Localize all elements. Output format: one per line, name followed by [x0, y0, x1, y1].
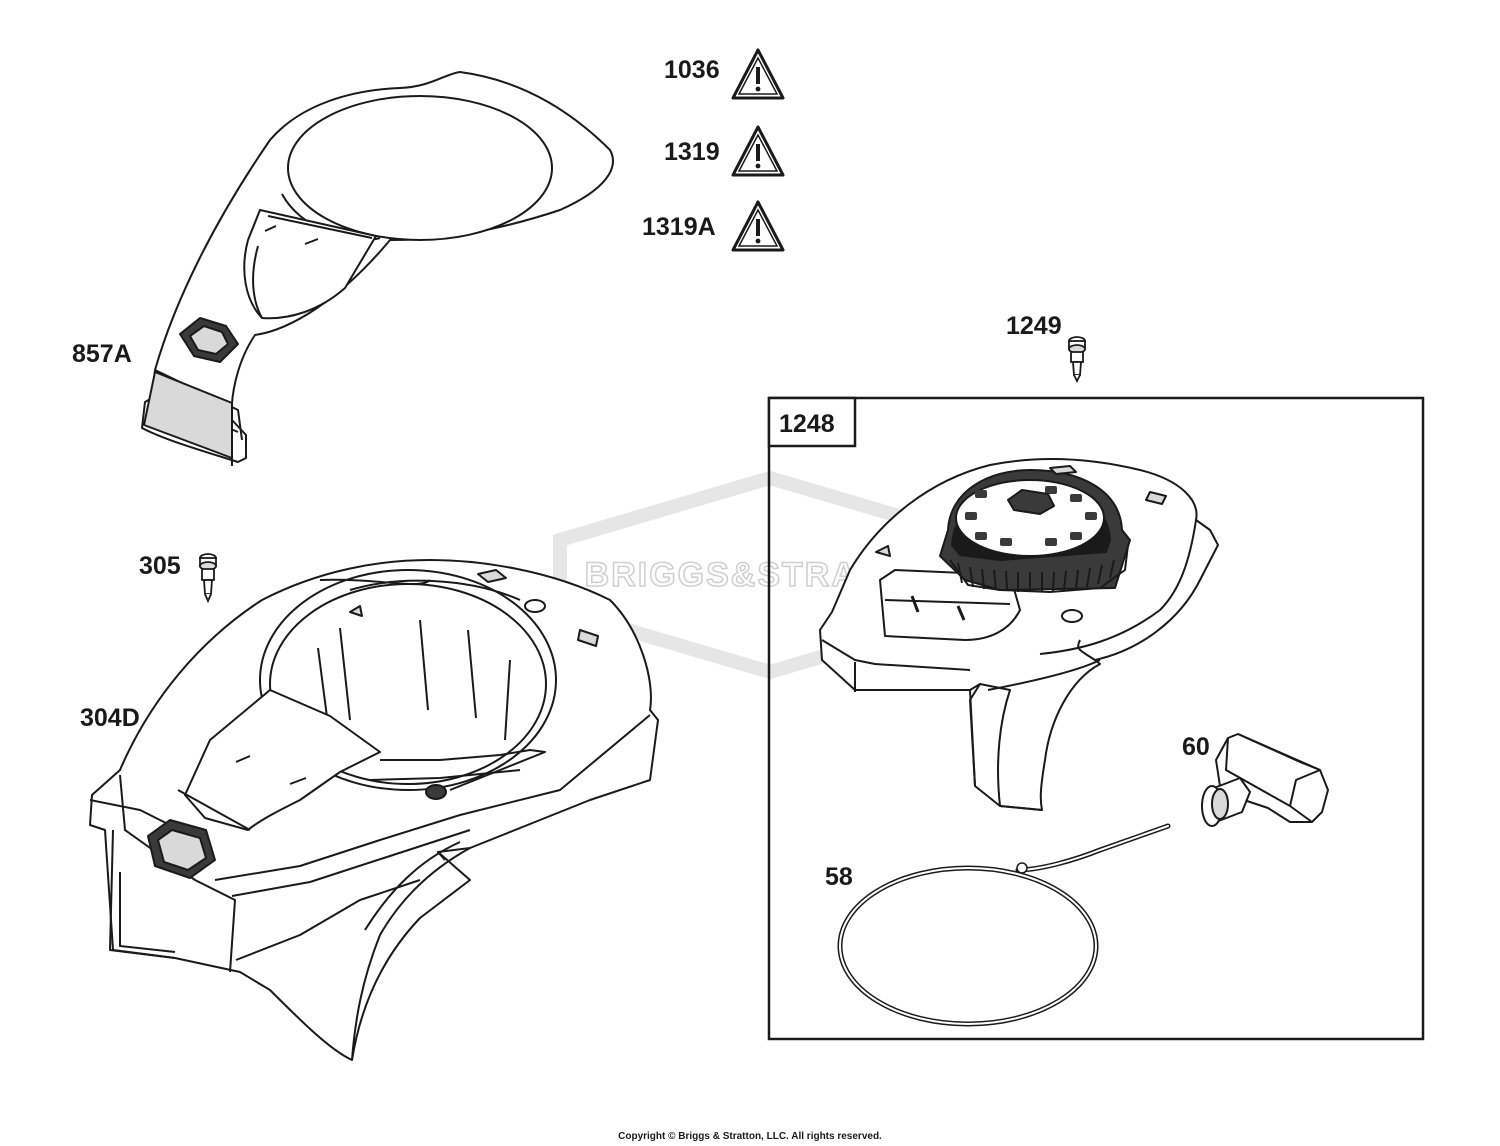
part-number-1249[interactable]: 1249 — [1006, 312, 1062, 340]
screw-1249[interactable] — [1068, 336, 1086, 384]
warning-label-1319-icon[interactable] — [731, 125, 785, 177]
kit-1248-box[interactable] — [767, 396, 1425, 1041]
part-number-1036[interactable]: 1036 — [664, 56, 720, 84]
warning-label-1036-icon[interactable] — [731, 48, 785, 100]
part-number-60[interactable]: 60 — [1182, 733, 1210, 761]
starter-rope-knot — [1016, 862, 1028, 874]
starter-handle-60[interactable] — [1201, 733, 1329, 827]
part-number-304D[interactable]: 304D — [80, 704, 140, 732]
rewind-starter-assembly[interactable] — [819, 458, 1219, 811]
blower-housing-304D[interactable] — [89, 559, 659, 1061]
warning-label-1319A-icon[interactable] — [731, 200, 785, 252]
part-number-305[interactable]: 305 — [139, 552, 181, 580]
copyright-notice: Copyright © Briggs & Stratton, LLC. All … — [618, 1131, 882, 1142]
screw-305[interactable] — [199, 553, 217, 604]
starter-rope-58-inner — [839, 825, 1169, 1025]
part-number-1248[interactable]: 1248 — [779, 410, 835, 438]
part-number-1319[interactable]: 1319 — [664, 138, 720, 166]
part-number-857A[interactable]: 857A — [72, 340, 132, 368]
upper-shroud-857A[interactable] — [141, 71, 614, 466]
kit-1248-label-box — [767, 396, 857, 448]
part-number-1319A[interactable]: 1319A — [642, 213, 716, 241]
part-number-58[interactable]: 58 — [825, 863, 853, 891]
starter-rope-58[interactable] — [837, 823, 1171, 1027]
